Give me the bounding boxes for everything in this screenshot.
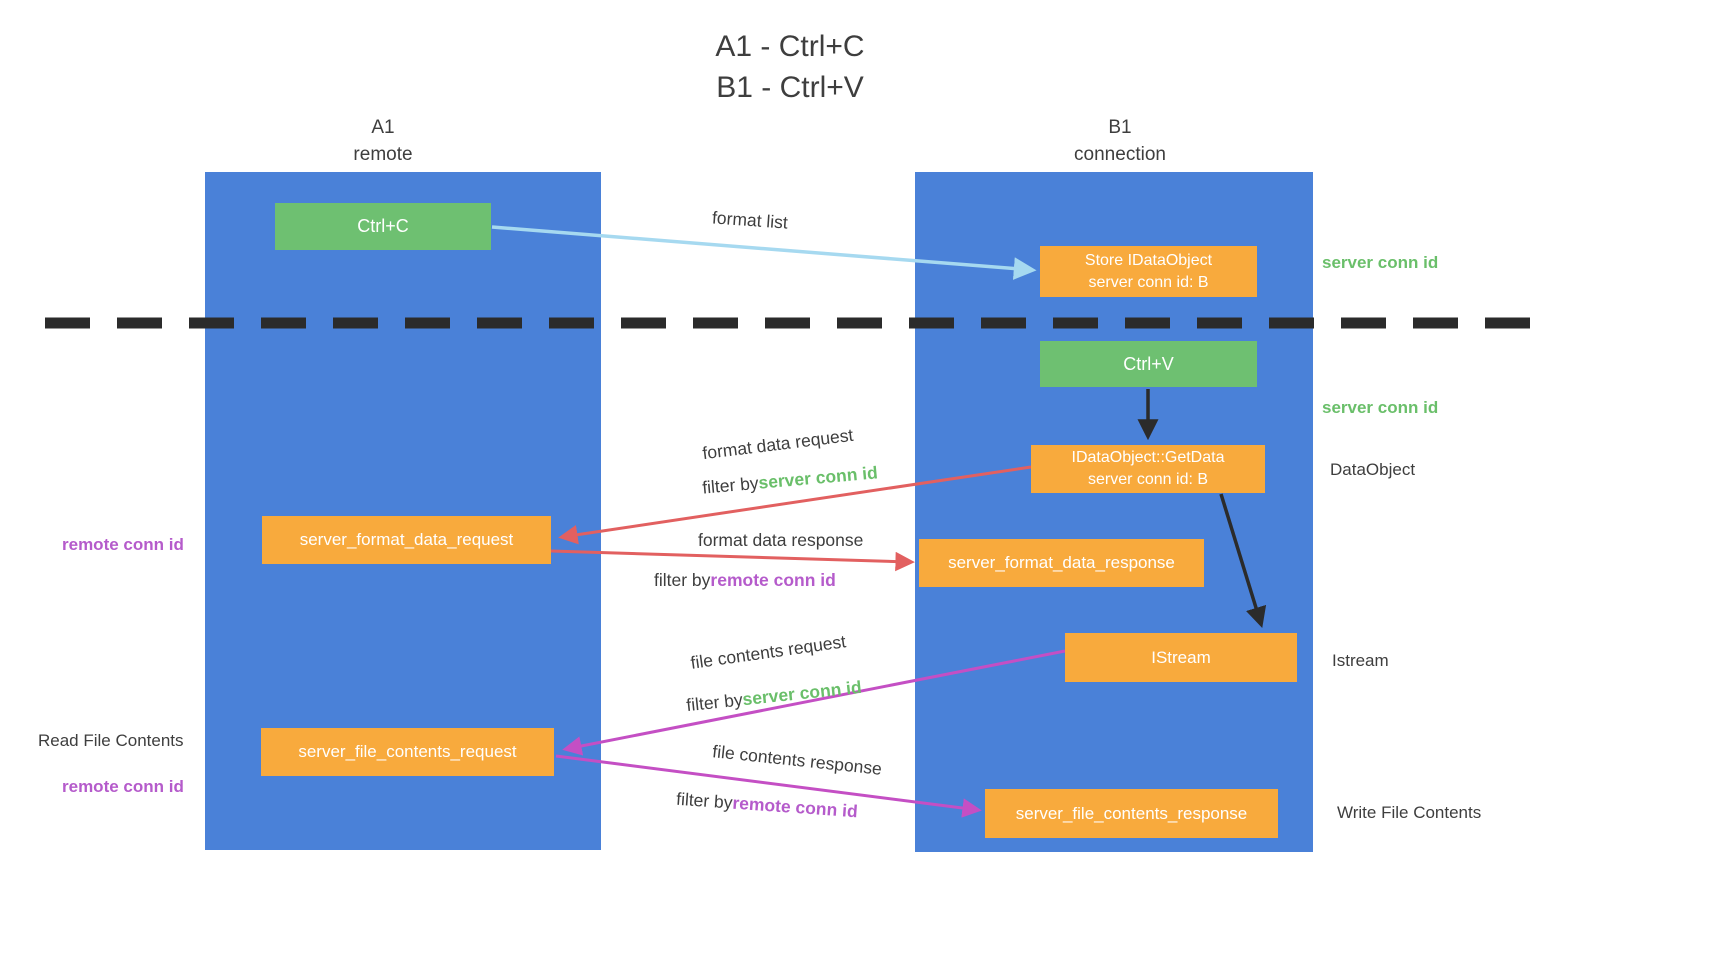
side-label-remote-conn-id-bottom: remote conn id	[62, 777, 184, 796]
side-label-istream: Istream	[1332, 651, 1389, 670]
node-server-file-contents-response: server_file_contents_response	[985, 789, 1278, 838]
side-label-remote-conn-id-top: remote conn id	[62, 535, 184, 554]
arrow-label-filter-by-remote-conn-id-2: filter byremote conn id	[654, 570, 836, 591]
node-server-file-contents-request-label: server_file_contents_request	[298, 742, 517, 761]
node-ctrl-v-label: Ctrl+V	[1123, 353, 1174, 374]
lane-b1-name: B1	[1108, 117, 1132, 138]
node-istream-label: IStream	[1151, 647, 1211, 667]
lane-header-b1: B1 connection	[1020, 114, 1220, 168]
side-label-read-file-contents: Read File Contents	[38, 731, 184, 750]
remote-conn-id-text-2: remote conn id	[710, 570, 836, 590]
server-conn-id-text-3: server conn id	[741, 676, 863, 710]
arrow-label-format-data-response: format data response	[698, 530, 864, 550]
node-store-idataobject-line1: Store IDataObject	[1084, 251, 1213, 269]
node-store-idataobject-line2: server conn id: B	[1088, 273, 1209, 291]
arrow-label-format-data-request: format data request	[701, 424, 855, 464]
filter-by-text-2: filter by	[654, 570, 711, 590]
node-idataobject-getdata: IDataObject::GetData server conn id: B	[1031, 445, 1265, 493]
node-server-format-data-request-label: server_format_data_request	[299, 530, 514, 549]
title-line-2: B1 - Ctrl+V	[716, 71, 864, 104]
node-getdata-line2: server conn id: B	[1087, 471, 1209, 488]
remote-conn-id-text-4: remote conn id	[731, 792, 859, 822]
arrow-format-data-response	[550, 549, 915, 572]
server-conn-id-text-1: server conn id	[757, 462, 879, 493]
node-server-file-contents-request: server_file_contents_request	[261, 728, 554, 776]
node-getdata-line1: IDataObject::GetData	[1071, 449, 1225, 466]
arrow-label-filter-by-server-conn-id-3: filter byserver conn id	[685, 677, 862, 716]
node-store-idataobject: Store IDataObject server conn id: B	[1040, 246, 1257, 297]
arrow-label-filter-by-server-conn-id-1: filter byserver conn id	[701, 462, 878, 498]
filter-by-text-3: filter by	[685, 689, 744, 716]
lane-header-a1: A1 remote	[283, 114, 483, 168]
node-ctrl-c-label: Ctrl+C	[357, 216, 409, 236]
filter-by-text-4: filter by	[675, 788, 734, 813]
diagram-title: A1 - Ctrl+C B1 - Ctrl+V	[600, 26, 980, 108]
node-server-format-data-request: server_format_data_request	[262, 516, 551, 564]
node-istream: IStream	[1065, 633, 1297, 682]
title-line-1: A1 - Ctrl+C	[715, 30, 865, 63]
lane-a1-subtitle: remote	[353, 144, 413, 165]
filter-by-text-1: filter by	[701, 472, 760, 498]
arrow-label-filter-by-remote-conn-id-4: filter byremote conn id	[675, 788, 859, 823]
node-server-format-data-response: server_format_data_response	[919, 539, 1204, 587]
node-ctrl-c: Ctrl+C	[275, 203, 491, 250]
side-label-write-file-contents: Write File Contents	[1337, 803, 1482, 822]
node-server-format-data-response-label: server_format_data_response	[948, 553, 1175, 572]
node-server-file-contents-response-label: server_file_contents_response	[1015, 803, 1248, 823]
arrow-label-file-contents-request: file contents request	[689, 631, 848, 673]
node-ctrl-v: Ctrl+V	[1040, 341, 1257, 387]
side-label-server-conn-id-top: server conn id	[1322, 253, 1439, 272]
side-label-dataobject: DataObject	[1330, 460, 1416, 479]
side-label-server-conn-id-mid: server conn id	[1322, 398, 1439, 417]
arrow-label-file-contents-response: file contents response	[711, 741, 883, 779]
lane-a1-name: A1	[371, 117, 395, 138]
lane-b1-subtitle: connection	[1074, 144, 1166, 165]
arrow-label-format-list: format list	[711, 207, 789, 233]
